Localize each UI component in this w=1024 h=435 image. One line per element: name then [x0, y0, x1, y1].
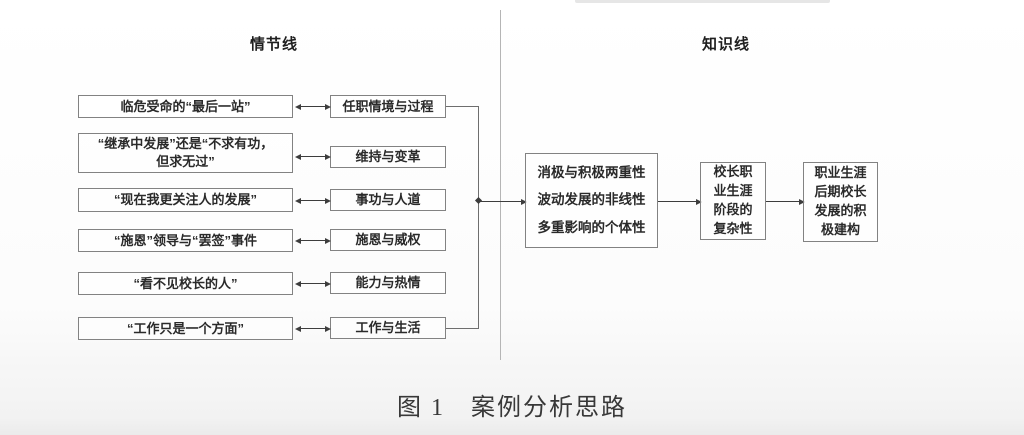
arrow-right-icon — [478, 198, 527, 205]
episode-box-6: “工作只是一个方面” — [78, 317, 293, 340]
episode-box-4: “施恩”领导与“罢签”事件 — [78, 229, 293, 252]
bidirectional-arrow-icon — [295, 325, 331, 332]
feature-line-3: 多重影响的个体性 — [537, 220, 646, 236]
bracket-bottom-segment — [446, 328, 479, 329]
bidirectional-arrow-icon — [295, 280, 331, 287]
positive-construct-box: 职业生涯 后期校长 发展的积 极建构 — [803, 162, 878, 242]
theme-box-1: 任职情境与过程 — [330, 95, 446, 118]
figure-caption: 图 1 案例分析思路 — [397, 395, 627, 421]
bidirectional-arrow-icon — [295, 153, 331, 160]
bracket-top-segment — [446, 106, 479, 107]
feature-line-1: 消极与积极两重性 — [537, 164, 646, 180]
bidirectional-arrow-icon — [295, 103, 331, 110]
theme-box-3: 事功与人道 — [330, 189, 446, 211]
bidirectional-arrow-icon — [295, 237, 331, 244]
bidirectional-arrow-icon — [295, 197, 331, 204]
episode-box-3: “现在我更关注人的发展” — [78, 188, 293, 212]
episode-box-5: “看不见校长的人” — [78, 272, 293, 295]
bracket-vertical-segment — [478, 106, 479, 329]
theme-box-6: 工作与生活 — [330, 317, 446, 339]
episode-box-2: “继承中发展”还是“不求有功， 但求无过” — [78, 133, 293, 173]
career-stage-box: 校长职 业生涯 阶段的 复杂性 — [700, 162, 766, 240]
theme-box-4: 施恩与威权 — [330, 229, 446, 251]
feature-line-2: 波动发展的非线性 — [537, 192, 646, 208]
arrow-right-icon — [766, 198, 805, 205]
plot-line-header: 情节线 — [250, 36, 299, 53]
arrow-right-icon — [658, 198, 702, 205]
knowledge-line-header: 知识线 — [702, 36, 751, 53]
features-box: 消极与积极两重性 波动发展的非线性 多重影响的个体性 — [525, 153, 658, 248]
episode-box-1: 临危受命的“最后一站” — [78, 95, 293, 118]
theme-box-2: 维持与变革 — [330, 146, 446, 168]
theme-box-5: 能力与热情 — [330, 272, 446, 294]
section-divider-line — [500, 10, 501, 360]
top-edge-artifact — [575, 0, 830, 3]
